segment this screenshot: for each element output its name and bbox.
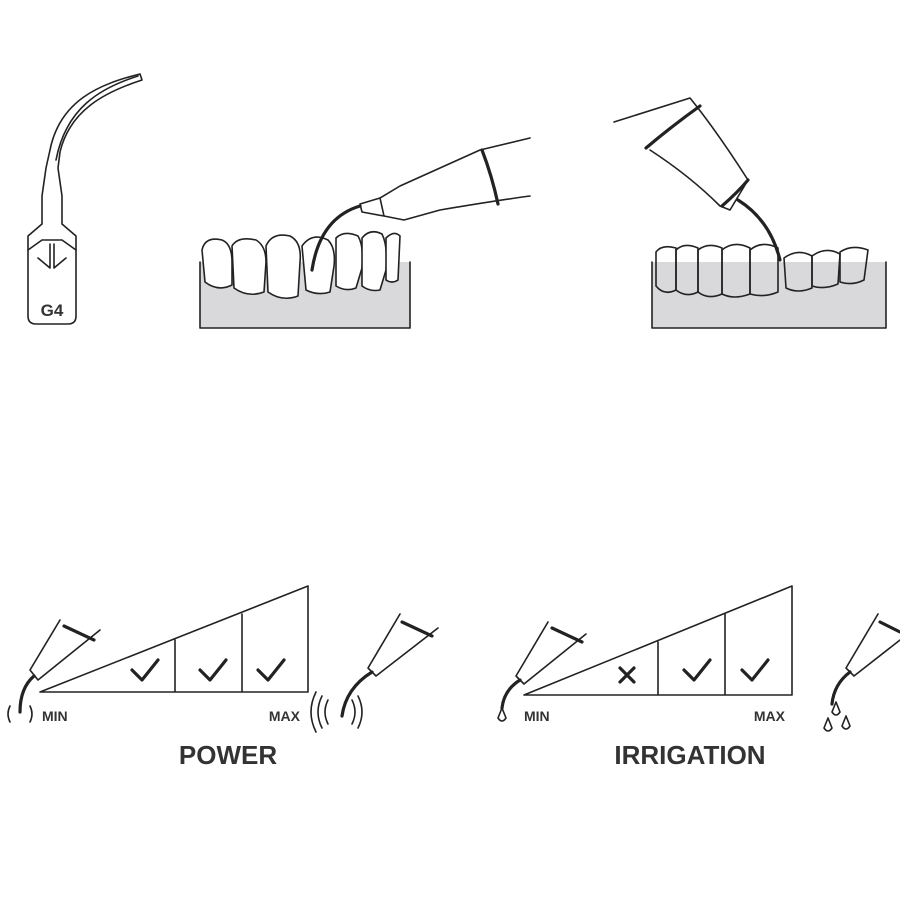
line-art (830, 670, 852, 706)
handpiece-low-water-icon (497, 621, 587, 722)
line-art (613, 97, 749, 211)
line-art (27, 73, 143, 325)
power-level-3-check-icon (256, 658, 286, 682)
line-art (385, 232, 401, 283)
scaler-tip-g4-icon: G4 (27, 73, 143, 325)
line-art (198, 658, 228, 682)
line-art (379, 137, 531, 221)
line-art (618, 666, 636, 684)
line-art (720, 178, 750, 208)
line-art (740, 658, 770, 682)
line-art (749, 243, 779, 297)
line-art (55, 75, 139, 161)
irrigation-level-3-check-icon (740, 658, 770, 682)
line-art (845, 613, 900, 677)
irrigation-min-label: MIN (524, 708, 550, 724)
line-art (301, 236, 336, 295)
line-art (644, 104, 702, 150)
line-art (340, 670, 374, 718)
line-art (256, 658, 286, 682)
line-art (480, 148, 500, 206)
teeth-scene-front (199, 137, 531, 329)
line-art (823, 701, 851, 732)
line-art (839, 246, 869, 285)
irrigation-title: IRRIGATION (614, 740, 765, 770)
line-art (655, 243, 869, 298)
line-art (201, 230, 401, 300)
line-art (39, 585, 309, 693)
line-art (310, 204, 362, 272)
handpiece-low-vibration-icon (7, 619, 101, 723)
irrigation-max-label: MAX (754, 708, 786, 724)
line-art (199, 261, 411, 329)
line-art (335, 232, 364, 291)
line-art (62, 624, 96, 642)
line-art (811, 249, 841, 289)
power-max-label: MAX (269, 708, 301, 724)
power-title: POWER (179, 740, 277, 770)
line-art (201, 238, 233, 289)
line-art (736, 198, 782, 262)
power-level-1-check-icon (130, 658, 160, 682)
irrigation-level-1-cross-icon (618, 666, 636, 684)
line-art (29, 619, 101, 681)
power-min-label: MIN (42, 708, 68, 724)
line-art (500, 678, 522, 710)
power-level-2-check-icon (198, 658, 228, 682)
handpiece-high-vibration-icon (310, 613, 439, 733)
handpiece-high-water-icon (823, 613, 900, 732)
teeth-scene-angled (613, 97, 887, 329)
line-art (27, 239, 77, 269)
tip-label: G4 (41, 301, 64, 320)
line-art (7, 705, 33, 723)
line-art (265, 234, 302, 300)
line-art (359, 197, 385, 217)
line-art (783, 251, 813, 292)
line-art (18, 674, 36, 714)
line-art (310, 691, 363, 733)
irrigation-chart: MIN MAX IRRIGATION (497, 585, 900, 770)
power-chart: MIN MAX POWER (7, 585, 439, 770)
line-art (523, 585, 793, 696)
line-art (682, 658, 712, 682)
line-art (400, 620, 434, 638)
line-art (878, 620, 900, 634)
irrigation-level-2-check-icon (682, 658, 712, 682)
line-art (361, 230, 388, 292)
line-art (651, 261, 887, 329)
line-art (550, 626, 584, 644)
line-art (231, 238, 267, 296)
line-art (130, 658, 160, 682)
line-art (497, 707, 507, 722)
